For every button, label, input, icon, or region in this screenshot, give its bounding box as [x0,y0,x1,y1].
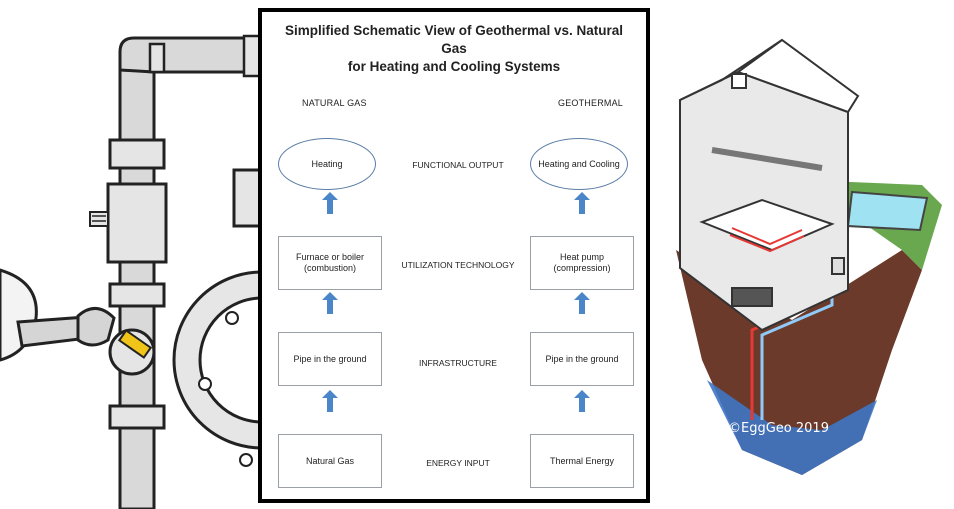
geothermal-technology-line1: Heat pump [559,252,604,262]
geothermal-infrastructure-node: Pipe in the ground [530,332,634,386]
copyright-label: ©EggGeo 2019 [728,421,829,436]
stage-label-functional-output: FUNCTIONAL OUTPUT [412,160,504,170]
diagram-title-line1: Simplified Schematic View of Geothermal … [284,23,624,56]
arrow-up-icon [574,390,590,412]
diagram-panel: Simplified Schematic View of Geothermal … [258,8,650,503]
arrow-up-icon [574,192,590,214]
natural-gas-output-node: Heating [278,138,376,190]
arrow-up-icon [322,390,338,412]
stage-label-infrastructure: INFRASTRUCTURE [419,358,497,368]
natural-gas-input-node: Natural Gas [278,434,382,488]
geothermal-technology-node: Heat pump (compression) [530,236,634,290]
geothermal-house-illustration [676,38,942,475]
column-header-natural-gas: NATURAL GAS [302,98,367,108]
arrow-up-icon [322,292,338,314]
pipe-flange [172,270,262,467]
natural-gas-technology-line1: Furnace or boiler [295,252,365,262]
natural-gas-technology-node: Furnace or boiler (combustion) [278,236,382,290]
diagram-title-line2: for Heating and Cooling Systems [347,59,561,74]
gas-pipe-wrench-illustration [0,34,262,509]
geothermal-output-node: Heating and Cooling [530,138,628,190]
house [679,38,860,332]
arrow-up-icon [322,192,338,214]
vertical-pipe [89,34,262,509]
arrow-up-icon [574,292,590,314]
wrench-hand [0,268,156,376]
pool [846,190,929,232]
natural-gas-infrastructure-node: Pipe in the ground [278,332,382,386]
diagram-title: Simplified Schematic View of Geothermal … [272,22,636,76]
stage-label-utilization-technology: UTILIZATION TECHNOLOGY [401,260,515,270]
geothermal-input-node: Thermal Energy [530,434,634,488]
natural-gas-technology-line2: (combustion) [303,263,356,273]
geothermal-technology-line2: (compression) [553,263,611,273]
column-header-geothermal: GEOTHERMAL [558,98,624,108]
stage-label-energy-input: ENERGY INPUT [426,458,490,468]
